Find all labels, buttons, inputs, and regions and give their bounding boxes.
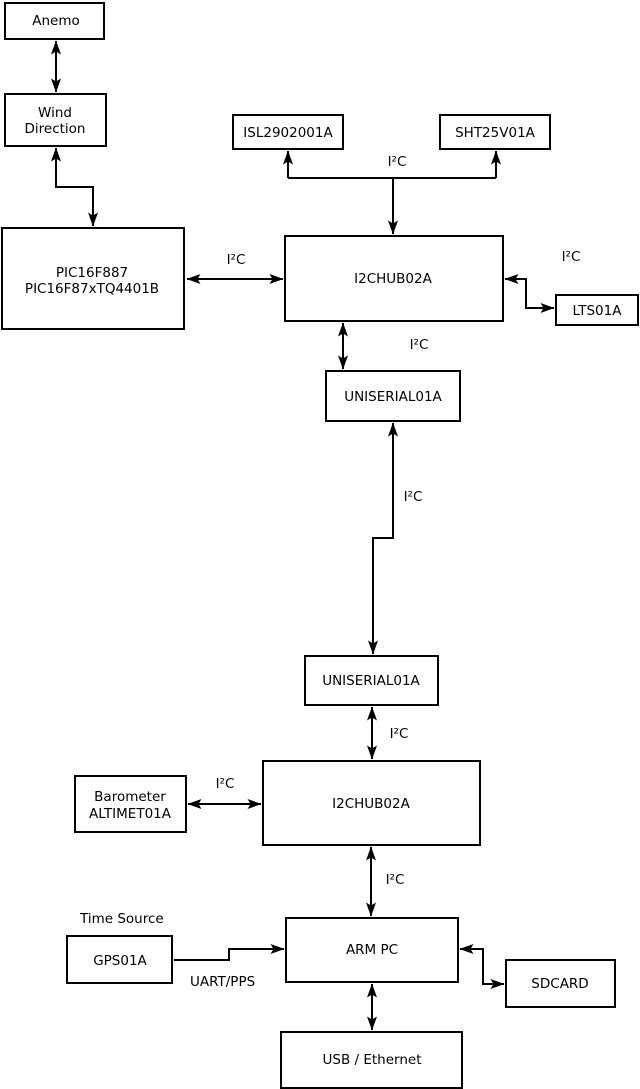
- i2chub-top-label: I2CHUB02A: [354, 271, 432, 287]
- gps-label: GPS01A: [93, 953, 147, 969]
- edge-label-uart-pps: UART/PPS: [190, 974, 255, 990]
- lts-label: LTS01A: [573, 303, 623, 319]
- node-uniserial-top: UNISERIAL01A: [325, 370, 461, 422]
- connector-wind-pic: [51, 147, 98, 227]
- arm-pc-label: ARM PC: [346, 942, 398, 958]
- node-wind-direction: Wind Direction: [4, 93, 107, 147]
- barometer-box: [74, 775, 187, 833]
- usb-ethernet-box: [280, 1031, 463, 1089]
- node-sht: SHT25V01A: [439, 114, 551, 150]
- connector-gps-armpc: [174, 944, 285, 961]
- node-isl: ISL2902001A: [232, 114, 344, 150]
- edge-label-i2c-hub2-armpc: I²C: [386, 872, 405, 888]
- node-gps: GPS01A: [66, 935, 173, 984]
- node-sdcard: SDCARD: [505, 959, 616, 1008]
- lts-box: [555, 294, 639, 326]
- uniserial-bottom-box: [304, 655, 439, 706]
- connector-uniserial-link: [368, 422, 398, 655]
- gps-box: [66, 935, 173, 984]
- uniserial-top-label: UNISERIAL01A: [344, 389, 442, 405]
- edge-label-i2c-sensors-top: I²C: [388, 154, 407, 170]
- node-lts: LTS01A: [555, 294, 639, 326]
- edge-label-i2c-hub-lts: I²C: [562, 249, 581, 265]
- edge-label-i2c-hub-uniserial: I²C: [410, 337, 429, 353]
- node-arm-pc: ARM PC: [285, 917, 459, 983]
- anemo-box: [4, 2, 105, 40]
- wind-direction-box: [4, 93, 107, 147]
- node-usb-ethernet: USB / Ethernet: [280, 1031, 463, 1089]
- pic-box: [1, 227, 185, 330]
- sdcard-label: SDCARD: [531, 976, 588, 992]
- wind-direction-label-line1: Wind: [38, 105, 72, 121]
- barometer-label-line2: ALTIMET01A: [89, 806, 172, 822]
- usb-ethernet-label: USB / Ethernet: [323, 1052, 422, 1068]
- sdcard-box: [505, 959, 616, 1008]
- i2chub-top-box: [284, 235, 504, 322]
- edge-label-i2c-pic-hub: I²C: [227, 252, 246, 268]
- arm-pc-box: [285, 917, 459, 983]
- edge-label-i2c-uniserial-hub2: I²C: [390, 726, 409, 742]
- uniserial-top-box: [325, 370, 461, 422]
- edge-label-time-source: Time Source: [79, 911, 164, 927]
- sht-label: SHT25V01A: [455, 125, 536, 141]
- connector-i2chub-lts: [504, 274, 555, 313]
- node-pic: PIC16F887 PIC16F87xTQ4401B: [1, 227, 185, 330]
- i2chub-bottom-box: [262, 760, 481, 846]
- uniserial-bottom-label: UNISERIAL01A: [322, 673, 420, 689]
- anemo-label: Anemo: [32, 13, 80, 29]
- node-barometer: Barometer ALTIMET01A: [74, 775, 187, 833]
- node-i2chub-bottom: I2CHUB02A: [262, 760, 481, 846]
- isl-label: ISL2902001A: [243, 125, 333, 141]
- node-anemo: Anemo: [4, 2, 105, 40]
- connector-armpc-sdcard: [459, 944, 505, 989]
- edge-label-i2c-barometer-hub2: I²C: [216, 776, 235, 792]
- wind-direction-label-line2: Direction: [25, 121, 86, 137]
- node-uniserial-bottom: UNISERIAL01A: [304, 655, 439, 706]
- node-i2chub-top: I2CHUB02A: [284, 235, 504, 322]
- isl-box: [232, 114, 344, 150]
- barometer-label-line1: Barometer: [94, 789, 166, 805]
- pic-label-line1: PIC16F887: [56, 265, 128, 281]
- sht-box: [439, 114, 551, 150]
- pic-label-line2: PIC16F87xTQ4401B: [25, 281, 159, 297]
- edge-label-i2c-uniserial-link: I²C: [404, 489, 423, 505]
- i2chub-bottom-label: I2CHUB02A: [332, 796, 410, 812]
